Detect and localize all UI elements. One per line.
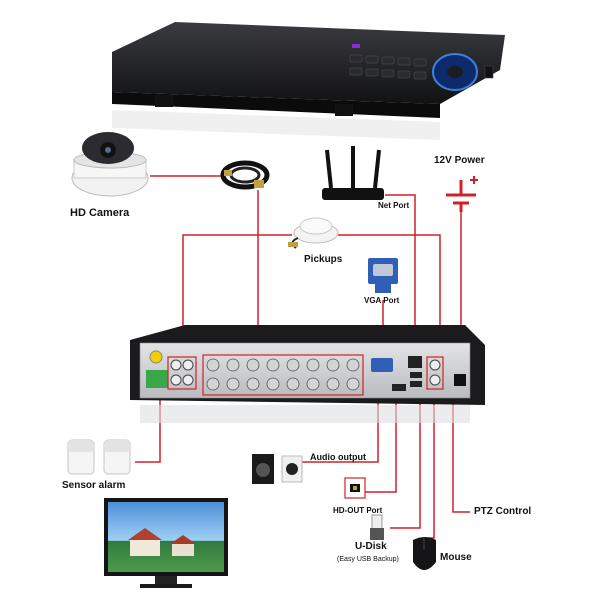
video-inputs	[206, 358, 360, 391]
net-port-label: Net Port	[378, 201, 410, 210]
pickups-label: Pickups	[304, 254, 343, 265]
cable-icon	[220, 160, 270, 190]
power-icon	[446, 176, 478, 212]
mouse-label: Mouse	[440, 552, 472, 563]
power-label: 12V Power	[434, 155, 485, 166]
dvr-front-icon	[112, 22, 505, 140]
hd-out-line	[365, 400, 397, 493]
ptz-control-line	[452, 395, 470, 513]
dvr-back-panel	[130, 325, 485, 423]
pickups-right-line	[338, 234, 441, 345]
usb-icon	[370, 514, 384, 540]
audio-output-label: Audio output	[310, 452, 366, 462]
mouse-icon	[413, 537, 436, 570]
hd-camera-label: HD Camera	[70, 207, 130, 219]
camera-icon	[71, 132, 149, 197]
vga-port-label: VGA Port	[364, 296, 400, 305]
router-to-net-port-line	[385, 194, 416, 352]
sensor-icon	[67, 439, 131, 475]
sensor-alarm-label: Sensor alarm	[62, 480, 126, 491]
udisk-label: U-Disk	[355, 541, 387, 552]
monitor-icon	[104, 498, 228, 588]
router-icon	[322, 146, 384, 200]
microphone-icon	[288, 217, 339, 249]
udisk-line	[390, 395, 421, 529]
hd-out-port-label: HD-OUT Port	[333, 506, 383, 515]
vga-icon	[368, 258, 398, 293]
ptz-control-label: PTZ Control	[474, 506, 532, 517]
pickups-to-audio-in-line	[182, 234, 292, 345]
speaker-icon	[252, 454, 303, 484]
hdmi-icon	[344, 477, 366, 499]
udisk-sublabel: (Easy USB Backup)	[337, 556, 399, 563]
